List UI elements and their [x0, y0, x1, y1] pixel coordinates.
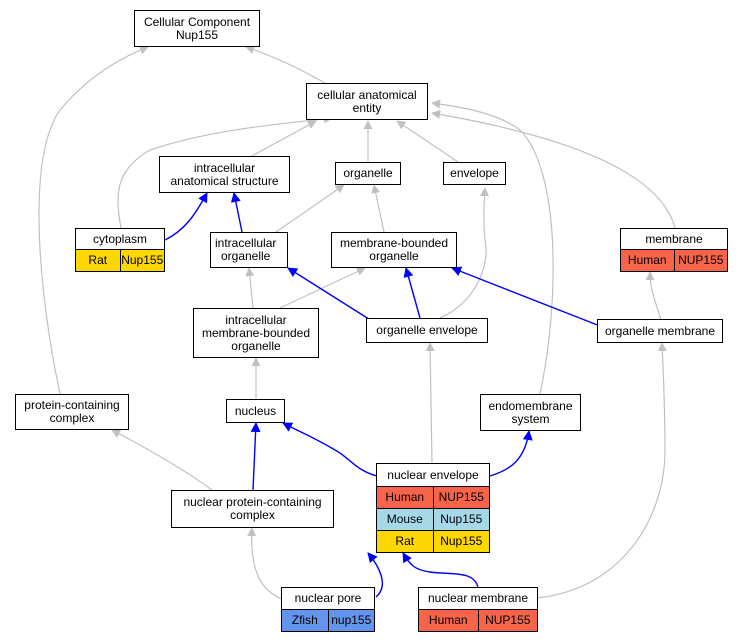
- node-intracellular-organelle[interactable]: intracellular organelle: [210, 232, 288, 268]
- node-label: intracellular membrane-bounded organelle: [201, 312, 311, 353]
- node-intracellular-membrane-bounded-organelle[interactable]: intracellular membrane-bounded organelle: [193, 308, 319, 358]
- node-label: intracellular anatomical structure: [170, 160, 279, 188]
- node-cellular-component-nup155[interactable]: Cellular Component Nup155: [134, 10, 260, 47]
- edge-oenv-part-of-io: [287, 267, 373, 322]
- edge-envelope-to-cae: [396, 120, 459, 163]
- annotation-row: Human NUP155: [419, 610, 537, 631]
- node-label: membrane: [621, 229, 727, 250]
- edge-nenv-part-of-endo: [489, 430, 533, 477]
- edge-cyto-to-cae: [117, 114, 333, 229]
- edge-nmem-to-omem: [535, 342, 667, 599]
- edge-oenv-to-envelope: [439, 187, 490, 319]
- edge-npore-part-of-nenv: [367, 552, 383, 598]
- node-label: cytoplasm: [76, 229, 164, 250]
- gene-cell: Nup155: [119, 250, 164, 271]
- node-nuclear-protein-containing-complex[interactable]: nuclear protein-containing complex: [171, 490, 334, 528]
- node-organelle-membrane[interactable]: organelle membrane: [597, 319, 723, 343]
- edge-pcc-to-cc: [38, 45, 149, 395]
- edge-io-to-organelle: [275, 184, 345, 233]
- annotation-row: Human NUP155: [377, 487, 489, 508]
- node-organelle[interactable]: organelle: [335, 162, 401, 185]
- annotation-row: Mouse Nup155: [377, 508, 489, 530]
- gene-cell: NUP155: [432, 487, 489, 508]
- species-cell: Zfish: [282, 610, 328, 631]
- edge-oenv-part-of-mbo: [403, 267, 421, 319]
- gene-cell: Nup155: [432, 531, 489, 552]
- node-endomembrane-system[interactable]: endomembrane system: [480, 394, 581, 431]
- edge-omem-to-membrane: [645, 271, 662, 321]
- edge-cae-to-cc: [245, 45, 326, 84]
- edge-io-part-of-ias: [230, 192, 243, 233]
- node-cytoplasm[interactable]: cytoplasm Rat Nup155: [75, 228, 165, 272]
- edge-cyto-part-of-ias: [164, 192, 208, 241]
- edge-membrane-to-cae: [431, 109, 676, 229]
- node-label: organelle membrane: [604, 323, 716, 338]
- node-membrane[interactable]: membrane Human NUP155: [620, 228, 728, 272]
- edge-imbo-to-io: [245, 267, 255, 309]
- species-cell: Rat: [377, 531, 433, 552]
- species-cell: Rat: [76, 250, 120, 271]
- node-nuclear-membrane[interactable]: nuclear membrane Human NUP155: [418, 587, 538, 632]
- annotation-row: Human NUP155: [621, 250, 727, 271]
- edge-nmem-part-of-nenv: [402, 552, 479, 589]
- node-label: Cellular Component Nup155: [143, 14, 251, 42]
- node-nucleus[interactable]: nucleus: [226, 399, 285, 423]
- edge-endo-to-cae: [431, 99, 554, 395]
- edge-nenv-to-oenv: [425, 342, 435, 464]
- node-label: nuclear envelope: [377, 464, 489, 487]
- node-envelope[interactable]: envelope: [443, 162, 506, 185]
- node-label: organelle: [343, 166, 393, 180]
- edge-ias-to-cae: [249, 120, 317, 158]
- node-label: nuclear membrane: [419, 588, 537, 610]
- node-nuclear-envelope[interactable]: nuclear envelope Human NUP155 Mouse Nup1…: [376, 463, 490, 553]
- gene-cell: NUP155: [673, 250, 727, 271]
- edge-npcc-to-pcc: [111, 429, 213, 491]
- edge-imbo-to-mbo: [279, 267, 366, 309]
- node-label: envelope: [450, 166, 499, 180]
- gene-cell: nup155: [327, 610, 374, 631]
- node-label: organelle envelope: [376, 323, 478, 337]
- edge-omem-part-of-mbo: [451, 266, 601, 327]
- edge-npore-to-npcc: [247, 527, 283, 600]
- annotation-row: Rat Nup155: [377, 530, 489, 552]
- node-label: nuclear pore: [282, 588, 374, 610]
- node-label: endomembrane system: [488, 398, 573, 426]
- node-label: membrane-bounded organelle: [339, 236, 449, 263]
- node-nuclear-pore[interactable]: nuclear pore Zfish nup155: [281, 587, 375, 632]
- annotation-row: Zfish nup155: [282, 610, 374, 631]
- annotation-row: Rat Nup155: [76, 250, 164, 271]
- species-cell: Mouse: [377, 509, 433, 530]
- node-label: cellular anatomical entity: [317, 87, 417, 115]
- node-protein-containing-complex[interactable]: protein-containing complex: [15, 394, 129, 430]
- node-label: nuclear protein-containing complex: [183, 495, 322, 522]
- node-label: intracellular organelle: [215, 236, 277, 263]
- species-cell: Human: [377, 487, 433, 508]
- node-cellular-anatomical-entity[interactable]: cellular anatomical entity: [306, 83, 428, 120]
- species-cell: Human: [419, 610, 478, 631]
- edge-npcc-part-of-nucleus: [250, 422, 261, 491]
- gene-cell: NUP155: [477, 610, 537, 631]
- node-label: protein-containing complex: [24, 398, 120, 425]
- node-organelle-envelope[interactable]: organelle envelope: [366, 318, 488, 343]
- gene-cell: Nup155: [432, 509, 489, 530]
- edge-nenv-part-of-nucleus: [282, 422, 378, 477]
- edge-mbo-to-organelle: [371, 184, 385, 233]
- species-cell: Human: [621, 250, 674, 271]
- node-label: nucleus: [234, 403, 277, 418]
- node-intracellular-anatomical-structure[interactable]: intracellular anatomical structure: [159, 156, 290, 193]
- node-membrane-bounded-organelle[interactable]: membrane-bounded organelle: [331, 232, 457, 268]
